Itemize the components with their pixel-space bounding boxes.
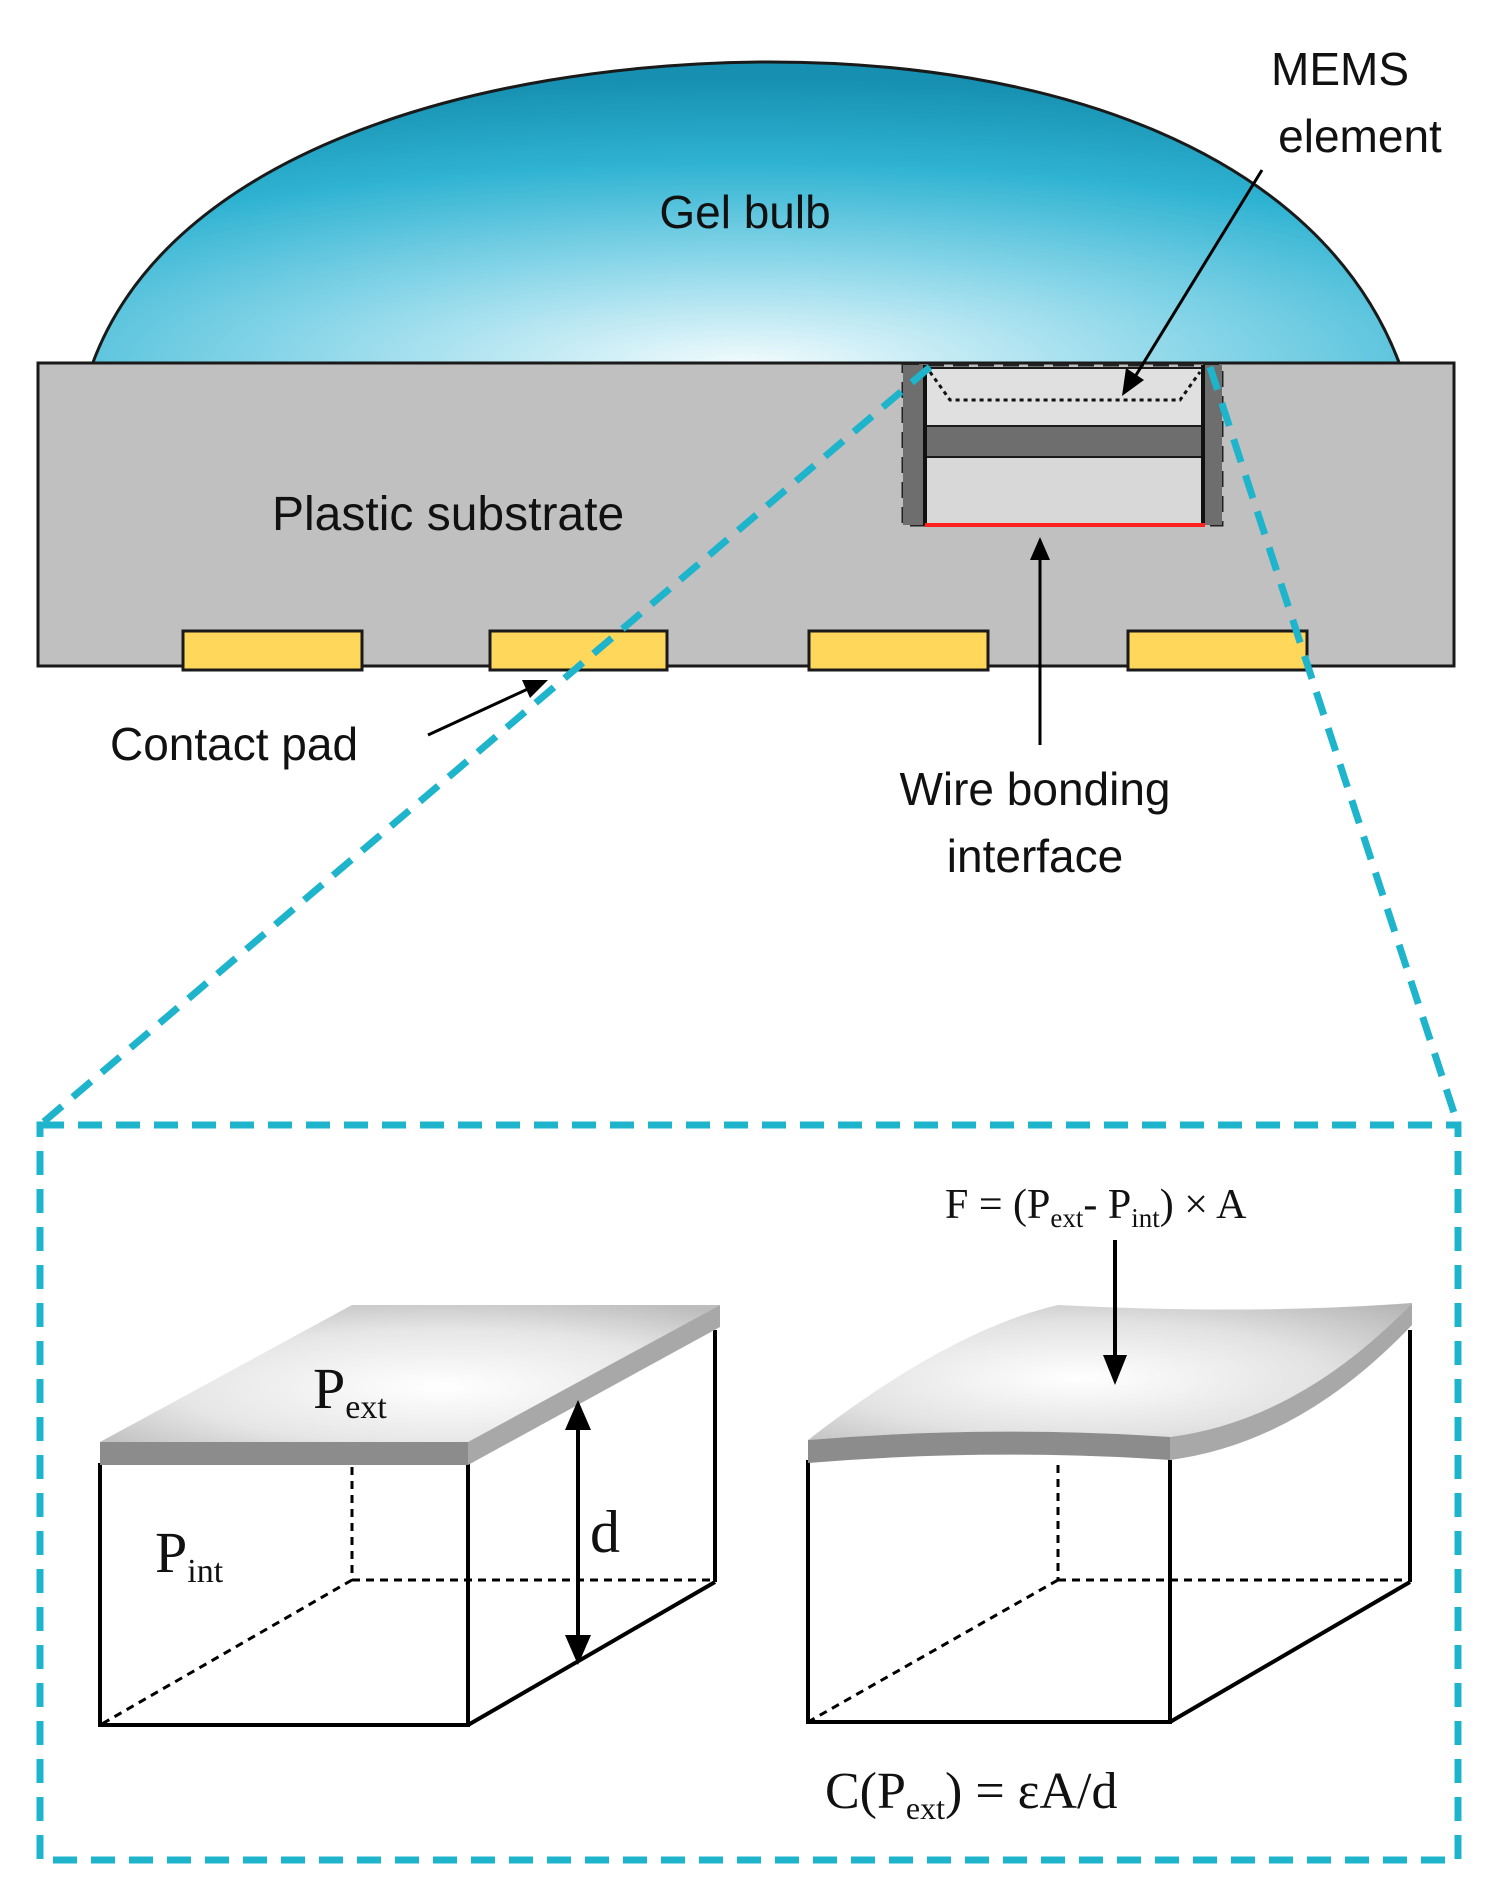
gel-bulb-label: Gel bulb — [659, 186, 830, 238]
mems-element-label-line1: MEMS — [1271, 43, 1409, 95]
capacitor-flat — [98, 1305, 720, 1727]
contact-pad-pointer-arrow — [427, 680, 548, 737]
flat-membrane-top — [100, 1305, 720, 1442]
wire-bonding-pointer-arrow — [1030, 537, 1050, 745]
p-ext-label: Pext — [313, 1356, 387, 1426]
contact-pad-label: Contact pad — [110, 718, 358, 770]
mems-membrane-outline — [928, 371, 1202, 402]
zoom-callout — [36, 364, 1462, 1864]
wire-bonding-label-line1: Wire bonding — [899, 763, 1170, 815]
zoom-box — [36, 1121, 1462, 1864]
contact-pad-3 — [807, 629, 990, 672]
mems-element — [901, 363, 1224, 527]
contact-pad-4 — [1126, 629, 1309, 672]
distance-label: d — [590, 1499, 620, 1565]
contact-pad-1 — [181, 629, 364, 672]
flat-membrane-side — [468, 1305, 720, 1465]
capacitance-equation: C(Pext) = εA/d — [825, 1763, 1118, 1826]
deflected-membrane-front — [808, 1431, 1170, 1463]
wire-bonding-label-line2: interface — [947, 830, 1123, 882]
mems-element-label-line2: element — [1278, 110, 1442, 162]
gel-bulb — [89, 60, 1403, 367]
p-int-label: Pint — [155, 1520, 224, 1590]
force-equation: F = (Pext- Pint) × A — [945, 1182, 1247, 1233]
plastic-substrate — [36, 361, 1456, 668]
force-arrow — [1103, 1240, 1127, 1385]
plastic-substrate-label: Plastic substrate — [272, 488, 624, 541]
deflected-membrane-side — [1170, 1303, 1412, 1460]
mems-pointer-arrow — [1122, 169, 1264, 396]
flat-membrane-front — [100, 1442, 468, 1465]
distance-arrow — [565, 1400, 591, 1665]
